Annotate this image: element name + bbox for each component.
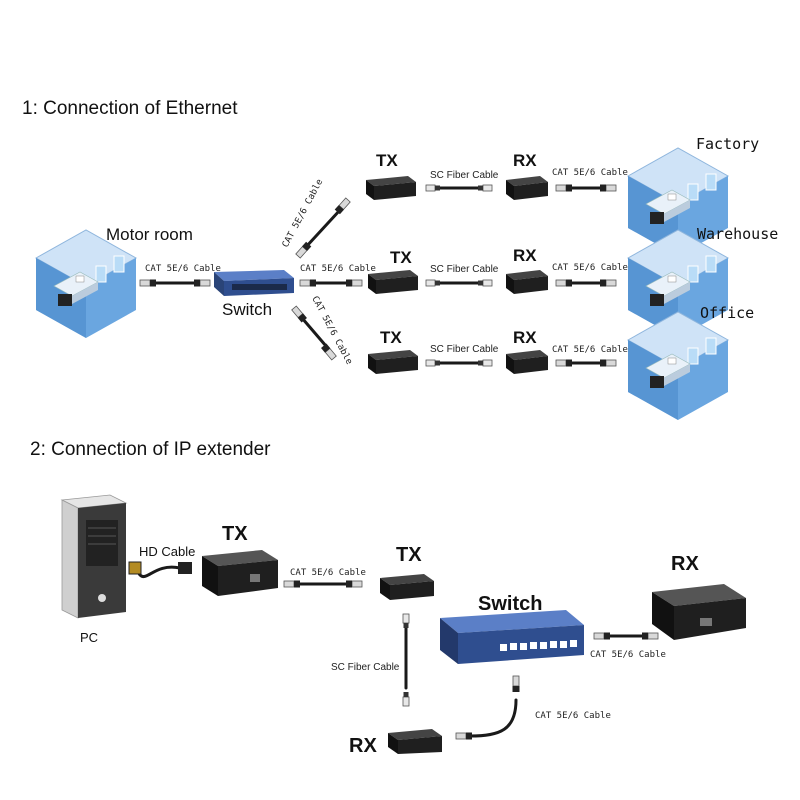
motor-room-icon: [35, 229, 137, 339]
fiber-cable-row1: [425, 184, 493, 192]
section2-title: 2: Connection of IP extender: [30, 439, 271, 460]
fiber-cable-label-row3: SC Fiber Cable: [430, 344, 499, 355]
cat-cable-label-upper: CAT 5E/6 Cable: [281, 178, 325, 250]
switch-main-label: Switch: [478, 593, 542, 615]
cat-cable-upper-diagonal: [294, 197, 352, 259]
tx-device-row2: [368, 270, 418, 294]
tx-small-device: [380, 574, 434, 600]
tx-label-row1: TX: [376, 151, 398, 170]
cat-cable-switch-rx: [593, 632, 659, 640]
hd-cable: [128, 561, 192, 579]
rx-right-device: [652, 584, 746, 640]
switch-device: [214, 270, 294, 296]
tx-small-label: TX: [396, 544, 422, 566]
cat-cable-label-motor: CAT 5E/6 Cable: [145, 264, 221, 274]
pc-label: PC: [80, 630, 98, 645]
tx-label-row3: TX: [380, 328, 402, 347]
rx-label-row2: RX: [513, 246, 537, 265]
cat-cable-rx-switch: [455, 675, 520, 740]
cat-cable-row3: [555, 359, 617, 367]
fiber-cable-row2: [425, 279, 493, 287]
cat-cable-row1: [555, 184, 617, 192]
cat-cable-lower-diagonal: [290, 305, 338, 361]
rx-bottom-device: [388, 729, 442, 754]
tx-label-row2: TX: [390, 248, 412, 267]
fiber-cable-vertical: [402, 613, 410, 707]
rx-device-row1: [506, 176, 548, 200]
cat-cable-label-row2: CAT 5E/6 Cable: [552, 263, 628, 273]
rx-bottom-label: RX: [349, 735, 377, 757]
cat-cable-tx-tx: [283, 580, 363, 588]
warehouse-label: Warehouse: [697, 225, 778, 243]
rx-label-row1: RX: [513, 151, 537, 170]
motor-room-label: Motor room: [106, 225, 193, 244]
cat-cable-label-switch-rx: CAT 5E/6 Cable: [590, 650, 666, 660]
cat-cable-label-tx-tx: CAT 5E/6 Cable: [290, 568, 366, 578]
office-label: Office: [700, 304, 754, 322]
fiber-cable-label-row2: SC Fiber Cable: [430, 264, 499, 275]
section1-title: 1: Connection of Ethernet: [22, 98, 238, 119]
fiber-cable-label-vertical: SC Fiber Cable: [331, 662, 400, 673]
cat-cable-motor-switch: [139, 279, 211, 287]
cat-cable-label-row3: CAT 5E/6 Cable: [552, 345, 628, 355]
tx-main-device: [202, 550, 278, 596]
rx-right-label: RX: [671, 553, 699, 575]
fiber-cable-label-row1: SC Fiber Cable: [430, 170, 499, 181]
switch-label-1: Switch: [222, 300, 272, 319]
tx-device-row1: [366, 176, 416, 200]
rx-label-row3: RX: [513, 328, 537, 347]
cat-cable-label-rx-switch: CAT 5E/6 Cable: [535, 711, 611, 721]
cat-cable-row2: [555, 279, 617, 287]
rx-device-row3: [506, 350, 548, 374]
hd-cable-label: HD Cable: [139, 544, 195, 559]
office-icon: [627, 311, 729, 421]
rx-device-row2: [506, 270, 548, 294]
pc-tower-icon: [60, 494, 128, 619]
tx-device-row3: [368, 350, 418, 374]
factory-label: Factory: [696, 135, 759, 153]
cat-cable-label-row1: CAT 5E/6 Cable: [552, 168, 628, 178]
cat-cable-label-switch-row2: CAT 5E/6 Cable: [300, 264, 376, 274]
fiber-cable-row3: [425, 359, 493, 367]
cat-cable-switch-row2: [299, 279, 363, 287]
switch-main-device: [440, 610, 584, 664]
tx-main-label: TX: [222, 523, 248, 545]
